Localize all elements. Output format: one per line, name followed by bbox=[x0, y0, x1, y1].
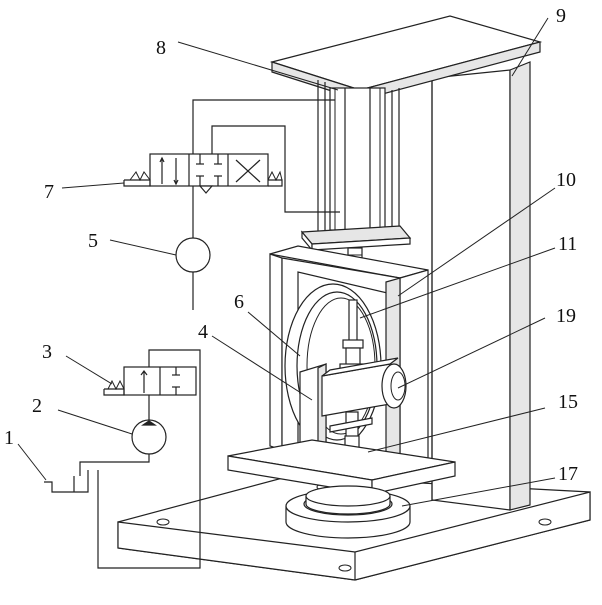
label-11: 11 bbox=[558, 233, 577, 255]
label-10: 10 bbox=[556, 169, 576, 191]
hydraulic-cylinder bbox=[302, 80, 410, 262]
label-7: 7 bbox=[44, 181, 54, 203]
label-15: 15 bbox=[558, 391, 578, 413]
label-8: 8 bbox=[156, 37, 166, 59]
label-1: 1 bbox=[4, 427, 14, 449]
valve-3 bbox=[104, 367, 196, 395]
column bbox=[432, 62, 530, 510]
label-4: 4 bbox=[198, 321, 208, 343]
label-5: 5 bbox=[88, 230, 98, 252]
directional-valve bbox=[124, 154, 282, 193]
label-3: 3 bbox=[42, 341, 52, 363]
label-6: 6 bbox=[234, 291, 244, 313]
label-9: 9 bbox=[556, 5, 566, 27]
oil-tank bbox=[44, 454, 149, 492]
label-17: 17 bbox=[558, 463, 578, 485]
pump-2 bbox=[132, 420, 166, 454]
label-19: 19 bbox=[556, 305, 576, 327]
pump-5 bbox=[176, 238, 210, 272]
label-2: 2 bbox=[32, 395, 42, 417]
